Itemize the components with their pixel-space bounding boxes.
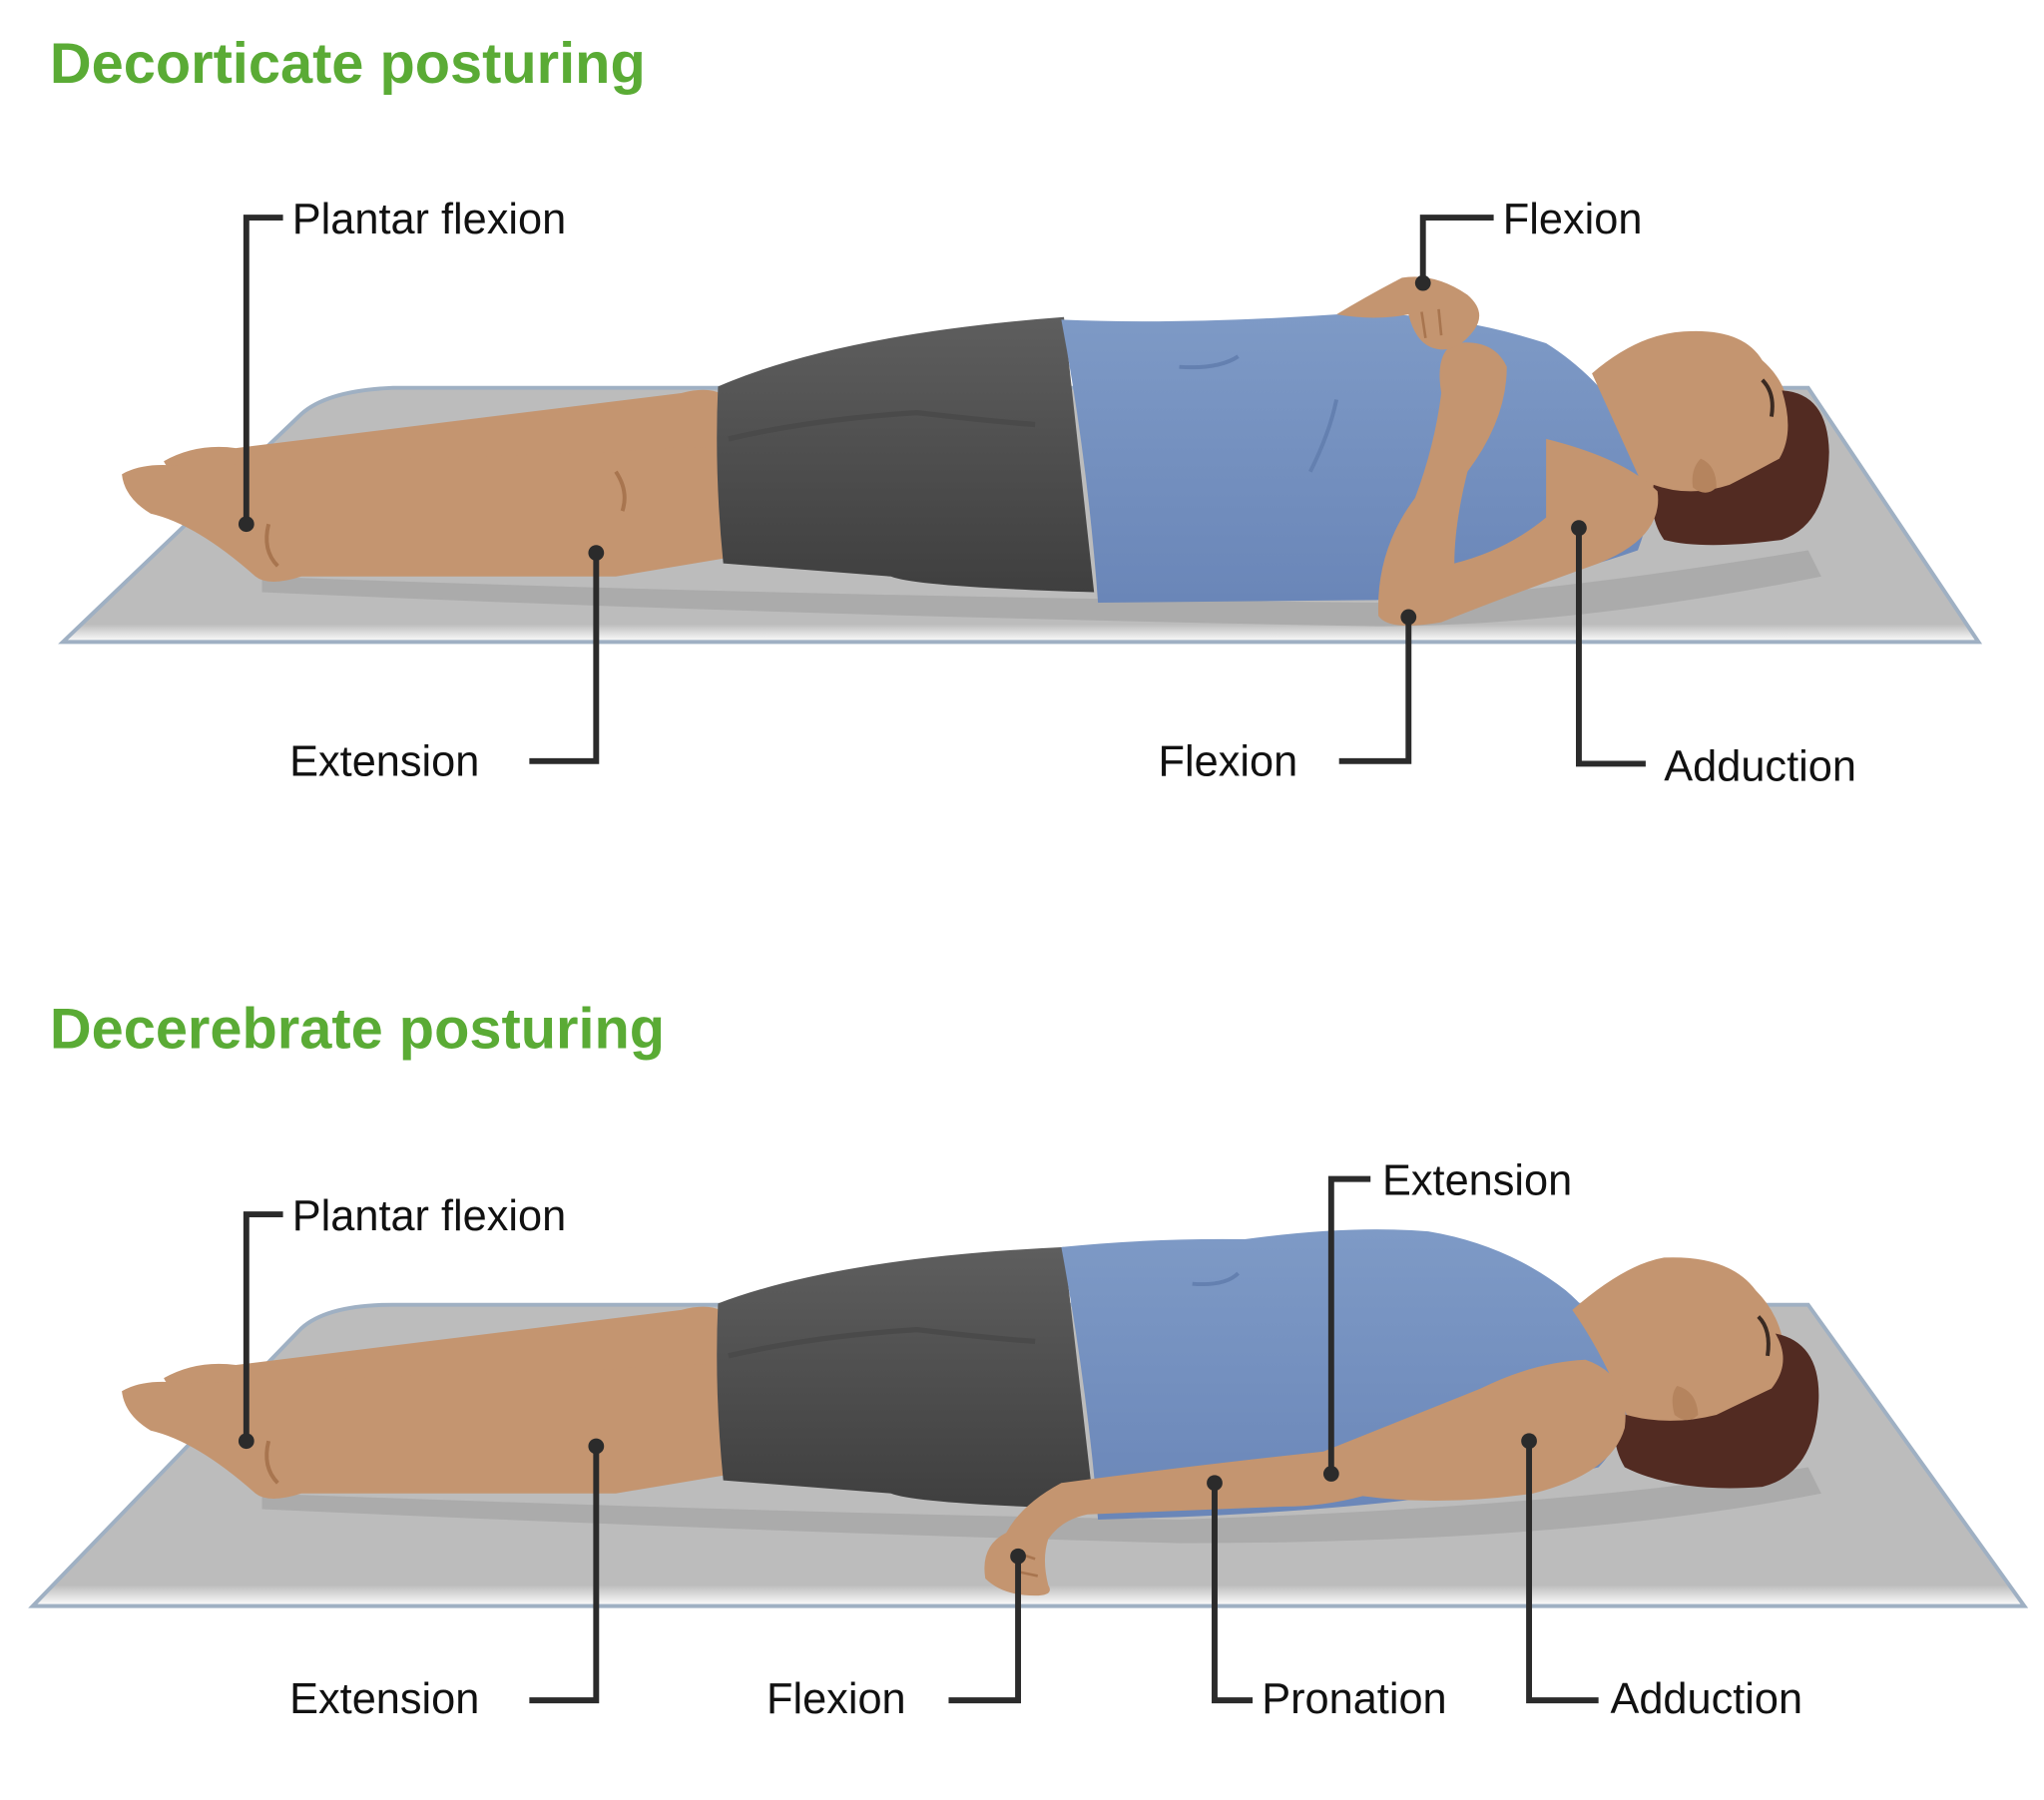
callout-pronation: Pronation [1207,1475,1447,1723]
label-plantar-flexion: Plantar flexion [292,1192,566,1240]
shorts [717,1246,1095,1510]
label-adduction: Adduction [1610,1675,1802,1723]
body-shadow [261,1467,1821,1544]
callout-elbow-extension: Extension [1322,1156,1572,1482]
label-elbow-flexion: Flexion [1159,737,1298,785]
callout-adduction: Adduction [1571,520,1856,791]
figure-illustration [58,276,1983,645]
callout-plantar-flexion: Plantar flexion [238,196,566,533]
panel-decorticate: Decorticate posturing [50,32,1983,791]
callout-leg-extension: Extension [289,1438,605,1723]
leg-front [122,447,735,582]
label-adduction: Adduction [1664,743,1856,791]
callout-adduction: Adduction [1521,1433,1802,1723]
shorts [717,316,1095,593]
label-elbow-extension: Extension [1382,1156,1572,1204]
panel-title: Decorticate posturing [50,32,646,96]
panel-title: Decerebrate posturing [50,997,665,1061]
hair [1652,390,1829,546]
callout-wrist-flexion: Flexion [766,1548,1026,1723]
arm [984,1359,1626,1596]
panel-decerebrate: Decerebrate posturing Plantar flexion [28,997,2029,1723]
hair [1614,1333,1819,1489]
figure-illustration [28,1229,2029,1608]
label-leg-extension: Extension [289,737,479,785]
label-hand-flexion: Flexion [1503,196,1643,243]
leg-front [122,1364,735,1499]
label-wrist-flexion: Flexion [766,1675,906,1723]
label-leg-extension: Extension [289,1675,479,1723]
callout-elbow-flexion: Flexion [1159,609,1417,785]
callout-hand-flexion: Flexion [1414,196,1643,291]
hands-fists [1336,276,1480,350]
label-plantar-flexion: Plantar flexion [292,196,566,243]
arm [1377,342,1659,627]
label-pronation: Pronation [1262,1675,1446,1723]
callout-plantar-flexion: Plantar flexion [238,1192,566,1450]
callout-leg-extension: Extension [289,545,605,785]
